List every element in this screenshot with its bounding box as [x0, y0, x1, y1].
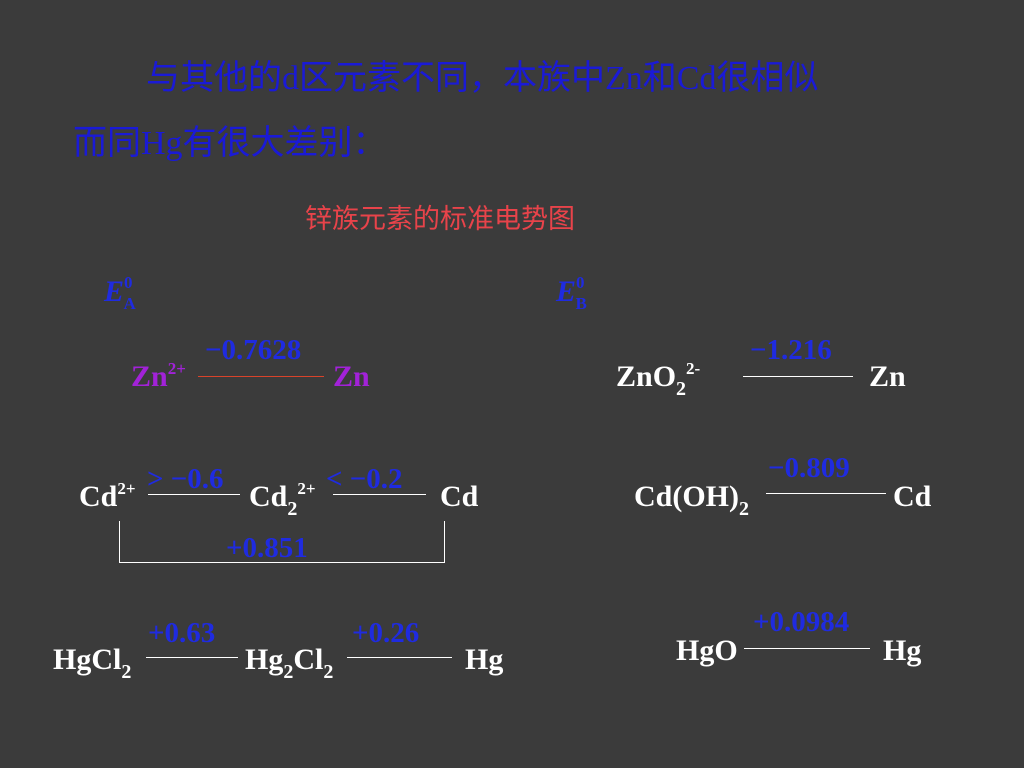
base-zincate-subscript: 2	[676, 378, 687, 400]
base-zincate: ZnO22-	[616, 359, 701, 400]
base-hg-line	[744, 648, 870, 649]
base-hgo: HgO	[676, 634, 738, 667]
base-zincate-charge: 2-	[686, 359, 701, 378]
base-cd-hydroxide: Cd(OH)2	[634, 480, 749, 520]
acid-cd-overall-bracket	[119, 521, 445, 563]
acid-zn-line	[198, 376, 324, 377]
base-cd-hydroxide-symbol: Cd(OH)	[634, 480, 739, 513]
acid-hg2cl2-subscript-2: 2	[323, 661, 334, 683]
base-zn-potential: −1.216	[750, 334, 832, 366]
acid-cd-ion-charge: 2+	[117, 479, 136, 498]
acid-hg-potential-2: +0.26	[352, 617, 420, 649]
acid-label-sub: A	[123, 294, 136, 313]
acid-label-main: E	[104, 275, 125, 308]
base-medium-label: E0B	[556, 273, 587, 313]
acid-cd-dimer-charge: 2+	[297, 479, 316, 498]
acid-hg-metal: Hg	[465, 643, 504, 676]
acid-hg-line-2	[347, 657, 452, 658]
intro-line-1: 与其他的d区元素不同，本族中Zn和Cd很相似	[146, 60, 819, 97]
acid-cd-ion-symbol: Cd	[79, 480, 118, 513]
base-cd-metal: Cd	[893, 480, 932, 513]
acid-hgcl2-symbol: HgCl	[53, 643, 122, 676]
diagram-heading: 锌族元素的标准电势图	[305, 204, 575, 235]
base-zn-metal: Zn	[869, 360, 906, 393]
acid-cd-line-1	[148, 494, 240, 495]
base-hg-potential: +0.0984	[753, 606, 850, 638]
base-label-main: E	[556, 275, 577, 308]
base-cd-potential: −0.809	[768, 452, 850, 484]
acid-cd-dimer-ion: Cd22+	[249, 479, 316, 520]
acid-cd-overall-potential: +0.851	[226, 532, 308, 564]
acid-cd-metal: Cd	[440, 480, 479, 513]
acid-cd-line-2	[333, 494, 426, 495]
acid-zn-ion-symbol: Zn	[131, 360, 168, 393]
acid-zn-ion-charge: 2+	[167, 359, 186, 378]
acid-label-sup: 0	[124, 273, 133, 292]
base-hg-metal: Hg	[883, 634, 922, 667]
acid-cd-dimer-subscript: 2	[287, 498, 298, 520]
base-zn-line	[743, 376, 853, 377]
acid-hg-potential-1: +0.63	[148, 617, 216, 649]
acid-cd-ion: Cd2+	[79, 479, 136, 514]
acid-zn-potential: −0.7628	[205, 334, 302, 366]
acid-hgcl2-subscript: 2	[121, 661, 132, 683]
acid-zn-metal: Zn	[333, 360, 370, 393]
acid-cd-potential-1: > −0.6	[147, 463, 224, 495]
acid-hg-line-1	[146, 657, 238, 658]
base-label-sub: B	[575, 294, 587, 313]
acid-cd-potential-2: < −0.2	[326, 463, 403, 495]
acid-hg2cl2-subscript-1: 2	[283, 661, 294, 683]
intro-line-2: 而同Hg有很大差别：	[73, 125, 387, 162]
acid-hg2cl2: Hg2Cl2	[245, 643, 333, 683]
acid-zn-ion: Zn2+	[131, 359, 186, 394]
acid-cd-dimer-symbol: Cd	[249, 480, 288, 513]
acid-medium-label: E0A	[104, 273, 136, 313]
acid-hgcl2: HgCl2	[53, 643, 131, 683]
acid-hg2cl2-cl: Cl	[293, 643, 324, 676]
base-cd-line	[766, 493, 886, 494]
acid-hg2cl2-hg: Hg	[245, 643, 284, 676]
base-cd-hydroxide-subscript: 2	[739, 498, 749, 520]
base-label-sup: 0	[576, 273, 585, 292]
base-zincate-symbol: ZnO	[616, 360, 677, 393]
